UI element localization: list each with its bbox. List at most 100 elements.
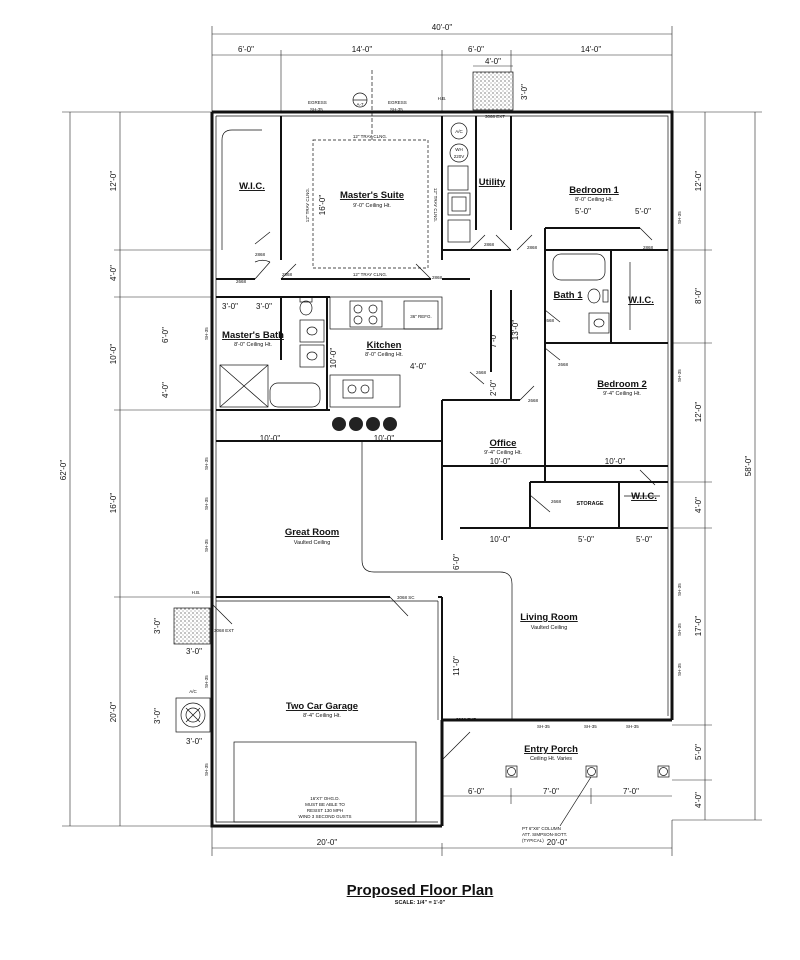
door-label-3068sc: 3068 SC — [397, 595, 415, 600]
room-great-room-note: Vaulted Ceiling — [294, 540, 331, 546]
vert-dim-b: 11'-0" — [452, 656, 461, 676]
door-tag-6: 2868 — [527, 245, 538, 250]
stor-dim-c: 5'-0" — [636, 535, 652, 544]
door-tag-5: 2868 — [484, 242, 495, 247]
room-masters-bath-note: 8'-0" Ceiling Ht. — [234, 342, 272, 348]
room-office: Office — [490, 438, 517, 449]
left-dim-1: 12'-0" — [109, 171, 118, 192]
sh-tag-4: SH-35 — [204, 457, 209, 470]
right-dim-5: 17'-0" — [694, 616, 703, 637]
garage-door-note-2: MUST BE ABLE TO — [305, 802, 345, 807]
mb-dim-b: 3'-0" — [256, 302, 272, 311]
room-entry-porch: Entry Porch — [524, 744, 578, 755]
ac-unit-label: A/C — [189, 689, 197, 694]
room-bedroom2: Bedroom 2 — [597, 379, 647, 390]
util-width-dim: 5'-0" — [575, 207, 591, 216]
plan-title: Proposed Floor Plan — [346, 882, 494, 899]
left-dim-2: 4'-0" — [109, 265, 118, 281]
left-dim-5: 20'-0" — [109, 702, 118, 723]
sh-tag-5: SH-35 — [204, 497, 209, 510]
door-tag-10: 2668 — [476, 370, 487, 375]
sh-tag-1: SH-35 — [310, 107, 323, 112]
porch-columns: PT 6"X6" COLUMN ATT. SIMPSON-SOTT. (TYPI… — [441, 717, 670, 843]
wic-width-dim: 5'-0" — [635, 207, 651, 216]
room-labels: W.I.C. Master's Suite 9'-0" Ceiling Ht. … — [222, 177, 657, 762]
room-living-room: Living Room — [520, 612, 578, 623]
right-dim-2: 8'-0" — [694, 288, 703, 304]
egress-tag-2: EGRESS — [388, 100, 407, 105]
interior-dims: 16'-0" 5'-0" 5'-0" 3'-0" 3'-0" 6'-0" 4'-… — [161, 195, 652, 676]
room-bedroom1: Bedroom 1 — [569, 185, 619, 196]
interior-walls — [216, 116, 668, 720]
sh-tag-11: SH-35 — [677, 583, 682, 596]
sh-tag-9: SH-35 — [677, 211, 682, 224]
right-dim-1: 12'-0" — [694, 171, 703, 192]
window-tags: EGRESS EGRESS SH-35 SH-35 SH-35 SH-35 SH… — [204, 100, 682, 776]
title-block: Proposed Floor Plan SCALE: 1/4" = 1'-0" — [330, 882, 510, 906]
top-dim-4: 14'-0" — [581, 45, 602, 54]
column-note-1: PT 6"X6" COLUMN — [522, 826, 561, 831]
pad-top-width: 4'-0" — [485, 57, 501, 66]
mb-dim-a: 3'-0" — [222, 302, 238, 311]
column-note-2: ATT. SIMPSON-SOTT. — [522, 832, 567, 837]
ac-pad-top: 4'-0" 3'-0" 3068 EXT — [472, 57, 529, 119]
bottom-dim-2: 20'-0" — [547, 838, 568, 847]
ac-label: A/C — [455, 129, 463, 134]
sh-tag-12: SH-35 — [677, 623, 682, 636]
door-tag-9: 2668 — [558, 362, 569, 367]
pad-side-dim: 3'-0" — [153, 618, 162, 634]
sh-tag-15: SH-35 — [584, 724, 597, 729]
hall-dim-a: 7'-0" — [489, 332, 498, 348]
door-tag-4: 2868 — [432, 275, 443, 280]
room-entry-porch-note: Ceiling Ht. Varies — [530, 756, 572, 762]
sh-tag-7: SH-35 — [204, 675, 209, 688]
porch-dim-3: 7'-0" — [623, 787, 639, 796]
sh-tag-10: SH-35 — [677, 369, 682, 382]
door-label-ext-entry: 3068 EXT — [456, 717, 476, 722]
wh-volt: 220V — [454, 154, 465, 159]
door-swings — [211, 227, 656, 625]
right-dim-3: 12'-0" — [694, 402, 703, 423]
door-tags: 2868 2668 2868 2868 2868 2868 2868 2668 … — [236, 242, 654, 504]
hall-dim-c: 2'-0" — [489, 380, 498, 396]
room-masters-suite-note: 9'-0" Ceiling Ht. — [353, 203, 391, 209]
mb-dim-d: 4'-0" — [161, 382, 170, 398]
tray-label-top: 12" TRAY CLNG. — [353, 134, 387, 139]
room-masters-suite: Master's Suite — [340, 190, 404, 201]
porch-dim-2: 7'-0" — [543, 787, 559, 796]
garage-door-note-1: 16'X7' OHG.D. — [310, 796, 339, 801]
right-dim-7: 4'-0" — [694, 792, 703, 808]
hall-dim-b: 13'-0" — [511, 320, 520, 341]
left-dim-3: 10'-0" — [109, 344, 118, 365]
tray-ceiling: 12" TRAY CLNG. 12" TRAY CLNG. 12" TRAY C… — [305, 70, 438, 277]
office-dim-b: 10'-0" — [605, 457, 626, 466]
bottom-dim-1: 20'-0" — [317, 838, 338, 847]
room-wic-bed2: W.I.C. — [631, 491, 657, 502]
left-dim-4: 16'-0" — [109, 493, 118, 514]
sh-tag-14: SH-35 — [537, 724, 550, 729]
mb-dim-c: 6'-0" — [161, 327, 170, 343]
room-bedroom1-note: 8'-0" Ceiling Ht. — [575, 197, 613, 203]
wh-label: WH — [455, 147, 463, 152]
ac-width-dim: 3'-0" — [186, 737, 202, 746]
room-living-room-note: Vaulted Ceiling — [531, 625, 568, 631]
top-dim-2: 14'-0" — [352, 45, 373, 54]
sh-tag-2: SH-35 — [390, 107, 403, 112]
top-dim-3: 6'-0" — [468, 45, 484, 54]
kitchen-dim-b: 4'-0" — [410, 362, 426, 371]
sh-tag-8: SH-35 — [204, 763, 209, 776]
master-bath-fixtures — [219, 296, 325, 408]
hose-bib-top: H.B. — [438, 96, 447, 101]
door-tag-11: 2668 — [528, 398, 539, 403]
room-kitchen-note: 8'-0" Ceiling Ht. — [365, 352, 403, 358]
door-tag-2: 2668 — [236, 279, 247, 284]
room-garage-note: 8'-4" Ceiling Ht. — [303, 713, 341, 719]
refrigerator-label: 36" REFG. — [410, 314, 432, 319]
sh-tag-3: SH-35 — [204, 327, 209, 340]
office-dim-a: 10'-0" — [490, 457, 511, 466]
kitchen-dim-a: 10'-0" — [329, 348, 338, 369]
garage-door-note-4: WIND 3 SECOND GUSTS — [298, 814, 351, 819]
closet-shelving — [221, 129, 660, 497]
door-tag-7: 2868 — [643, 245, 654, 250]
